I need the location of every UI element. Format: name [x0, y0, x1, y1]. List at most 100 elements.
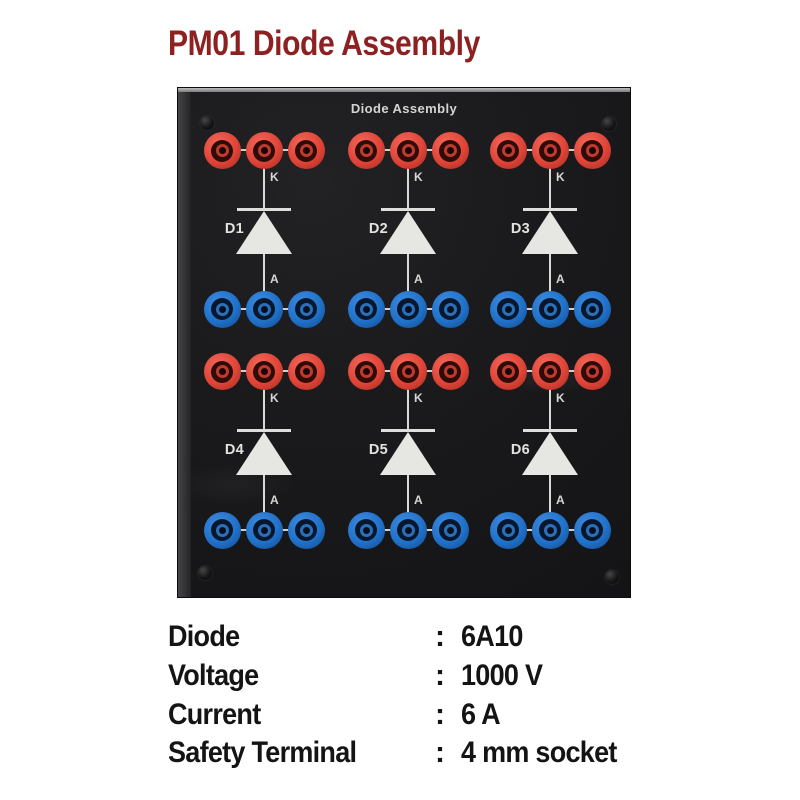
- red-banana-socket: [389, 132, 427, 169]
- cathode-lead-wire: [406, 150, 410, 210]
- spec-value: 1000 V: [461, 659, 543, 693]
- diode-cathode-bar: [381, 429, 435, 432]
- cathode-label: K: [556, 391, 565, 405]
- socket-ring: [497, 360, 519, 383]
- red-banana-socket: [573, 132, 611, 169]
- socket-ring: [581, 298, 603, 320]
- socket-ring: [355, 139, 377, 162]
- spec-value: 6 A: [461, 697, 501, 731]
- socket-ring: [211, 360, 233, 383]
- spec-label: Voltage: [168, 659, 259, 693]
- cathode-label: K: [414, 170, 423, 184]
- socket-ring: [439, 139, 461, 162]
- diode-symbol: [380, 431, 436, 475]
- socket-hole: [359, 302, 373, 316]
- red-banana-socket: [431, 132, 469, 169]
- anode-lead-wire: [406, 474, 410, 530]
- socket-hole: [299, 302, 313, 316]
- socket-hole: [501, 523, 515, 537]
- spec-row-safety-terminal: Safety Terminal : 4 mm socket: [168, 734, 668, 773]
- socket-ring: [211, 298, 233, 320]
- diode-id-label: D6: [510, 442, 530, 458]
- spec-value: 6A10: [461, 620, 523, 654]
- socket-ring: [539, 360, 561, 383]
- red-banana-socket: [245, 132, 283, 169]
- socket-hole: [543, 144, 557, 157]
- anode-lead-wire: [548, 474, 552, 530]
- diode-id-label: D4: [224, 442, 244, 458]
- diode-symbol: [522, 431, 578, 475]
- socket-hole: [585, 302, 599, 316]
- cathode-lead-wire: [548, 150, 552, 210]
- socket-hole: [443, 302, 457, 316]
- socket-hole: [257, 302, 271, 316]
- cathode-label: K: [270, 391, 279, 405]
- red-banana-socket: [203, 132, 241, 169]
- socket-ring: [295, 360, 317, 383]
- blue-banana-socket: [389, 511, 427, 549]
- socket-hole: [585, 144, 599, 157]
- spec-separator: :: [435, 659, 445, 693]
- diode-section-d1: K D1 A: [192, 132, 336, 328]
- socket-hole: [257, 365, 271, 378]
- blue-banana-socket: [489, 511, 527, 549]
- blue-banana-socket: [389, 290, 427, 328]
- red-banana-socket: [431, 353, 469, 390]
- diode-section-d4: K D4 A: [192, 353, 336, 549]
- red-banana-socket: [489, 132, 527, 169]
- blue-banana-socket: [203, 511, 241, 549]
- spec-separator: :: [435, 620, 445, 654]
- panel-heading: Diode Assembly: [350, 101, 458, 116]
- socket-ring: [439, 519, 461, 541]
- socket-ring: [497, 298, 519, 320]
- socket-ring: [295, 519, 317, 541]
- socket-ring: [295, 298, 317, 320]
- red-banana-socket: [573, 353, 611, 390]
- spec-table: Diode : 6A10 Voltage : 1000 V Current : …: [168, 618, 668, 773]
- red-banana-socket: [389, 353, 427, 390]
- anode-lead-wire: [406, 253, 410, 309]
- socket-ring: [581, 360, 603, 383]
- red-banana-socket: [245, 353, 283, 390]
- anode-label: A: [270, 272, 279, 286]
- blue-banana-socket: [489, 290, 527, 328]
- socket-ring: [355, 298, 377, 320]
- diode-section-d6: K D6 A: [478, 353, 622, 549]
- screw-icon: [605, 570, 619, 584]
- diode-id-label: D3: [510, 221, 530, 237]
- socket-hole: [585, 523, 599, 537]
- socket-hole: [443, 523, 457, 537]
- spec-separator: :: [435, 736, 445, 770]
- blue-banana-socket: [347, 290, 385, 328]
- socket-ring: [439, 298, 461, 320]
- socket-ring: [253, 298, 275, 320]
- blue-banana-socket: [287, 290, 325, 328]
- blue-banana-socket: [431, 290, 469, 328]
- socket-hole: [215, 144, 229, 157]
- socket-ring: [397, 298, 419, 320]
- blue-banana-socket: [573, 290, 611, 328]
- blue-banana-socket: [203, 290, 241, 328]
- socket-hole: [501, 144, 515, 157]
- spec-row-voltage: Voltage : 1000 V: [168, 657, 668, 696]
- red-banana-socket: [287, 353, 325, 390]
- page-title: PM01 Diode Assembly: [168, 24, 480, 63]
- socket-hole: [299, 144, 313, 157]
- socket-hole: [401, 302, 415, 316]
- socket-ring: [397, 139, 419, 162]
- socket-hole: [359, 144, 373, 157]
- socket-hole: [215, 523, 229, 537]
- socket-ring: [581, 139, 603, 162]
- spec-separator: :: [435, 697, 445, 731]
- socket-ring: [355, 360, 377, 383]
- panel-left-edge: [178, 92, 191, 597]
- blue-banana-socket: [573, 511, 611, 549]
- socket-hole: [501, 302, 515, 316]
- diode-cathode-bar: [381, 208, 435, 211]
- blue-banana-socket: [245, 290, 283, 328]
- diode-id-label: D1: [224, 221, 244, 237]
- socket-hole: [299, 523, 313, 537]
- blue-banana-socket: [347, 511, 385, 549]
- diode-section-d2: K D2 A: [336, 132, 480, 328]
- cathode-label: K: [556, 170, 565, 184]
